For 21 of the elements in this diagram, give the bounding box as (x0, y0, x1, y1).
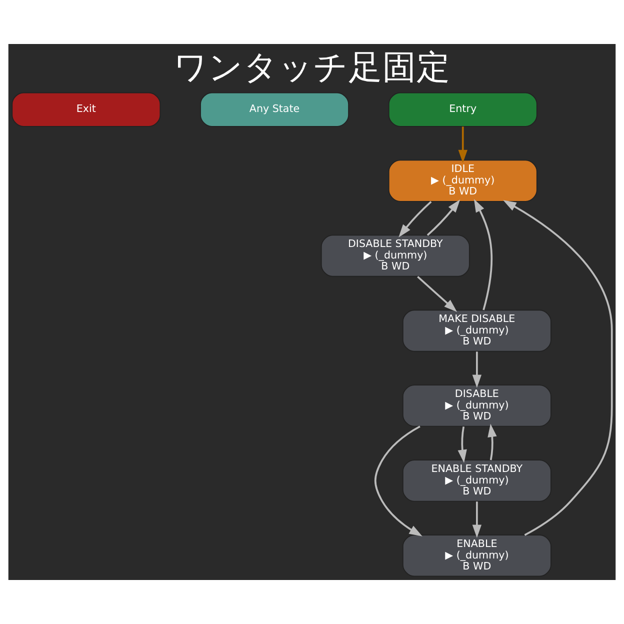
arrow (458, 426, 467, 463)
node-box: DISABLE ▶ (_dummy) B WD (402, 384, 552, 427)
node-box: IDLE ▶ (_dummy) B WD (388, 160, 538, 202)
node-box: Any State (200, 92, 350, 127)
arrow (374, 426, 422, 536)
arrow (417, 276, 458, 312)
arrow (426, 199, 460, 236)
arrow (503, 200, 613, 536)
node-box: Exit (12, 92, 161, 127)
node-box: ENABLE ▶ (_dummy) B WD (402, 534, 552, 577)
arrow (472, 352, 482, 388)
arrow (472, 502, 482, 538)
node-box: ENABLE STANDBY ▶ (_dummy) B WD (402, 460, 552, 502)
node-box: DISABLE STANDBY ▶ (_dummy) B WD (320, 234, 470, 277)
arrow (398, 201, 432, 238)
arrow (474, 198, 492, 310)
node-box: MAKE DISABLE ▶ (_dummy) B WD (402, 310, 552, 352)
arrow (458, 126, 468, 163)
diagram-title: ワンタッチ足固定 (174, 47, 450, 86)
node-box: Entry (388, 92, 538, 127)
arrow (488, 424, 497, 460)
